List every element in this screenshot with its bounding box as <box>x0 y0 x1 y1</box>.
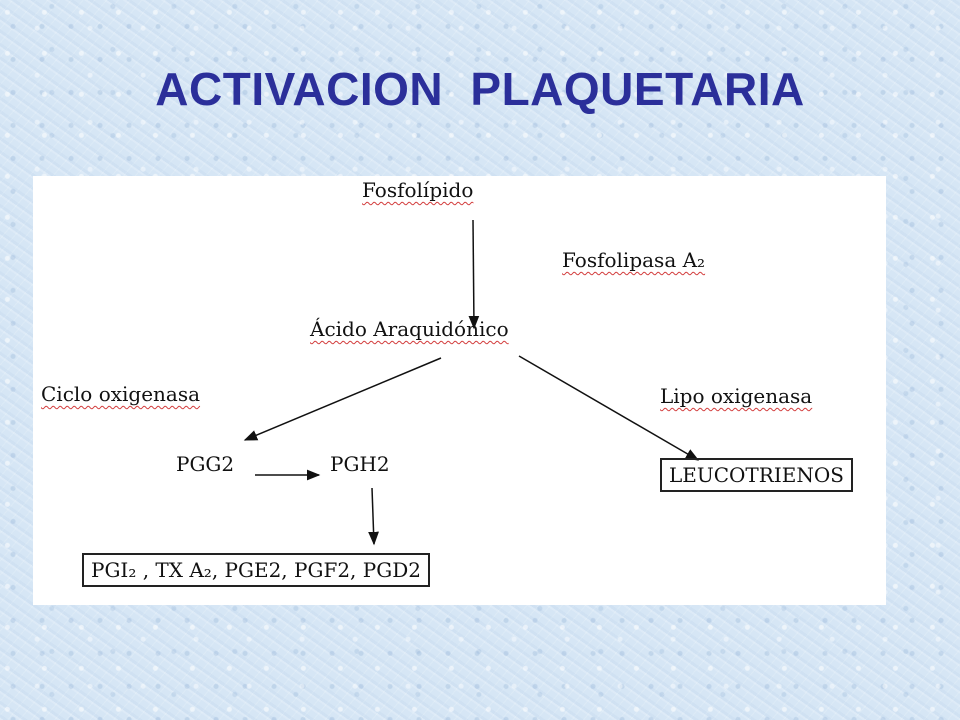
arrow-fosfolipido-to-acido <box>468 219 480 330</box>
label-fosfolipido: Fosfolípido <box>362 178 474 202</box>
label-fosfolipasa: Fosfolipasa A₂ <box>562 248 706 272</box>
label-ciclo-oxigenasa: Ciclo oxigenasa <box>41 382 201 406</box>
label-pgh2: PGH2 <box>330 452 390 476</box>
label-lipo-oxigenasa: Lipo oxigenasa <box>660 384 813 408</box>
label-acido-araquidonico: Ácido Araquidónico <box>310 317 509 341</box>
box-leucotrienos: LEUCOTRIENOS <box>660 458 853 492</box>
box-prostanoides: PGI₂ , TX A₂, PGE2, PGF2, PGD2 <box>82 553 430 587</box>
arrow-pgh2-to-prostanoides <box>368 487 379 546</box>
arrow-acido-to-leucotrienos <box>518 355 700 461</box>
arrow-acido-to-pgg2 <box>243 357 442 441</box>
diagram-panel: Fosfolípido Fosfolipasa A₂ Ácido Araquid… <box>33 176 886 605</box>
diagram-arrows <box>243 219 700 546</box>
slide-title: ACTIVACION PLAQUETARIA <box>155 63 805 115</box>
label-pgg2: PGG2 <box>176 452 235 476</box>
